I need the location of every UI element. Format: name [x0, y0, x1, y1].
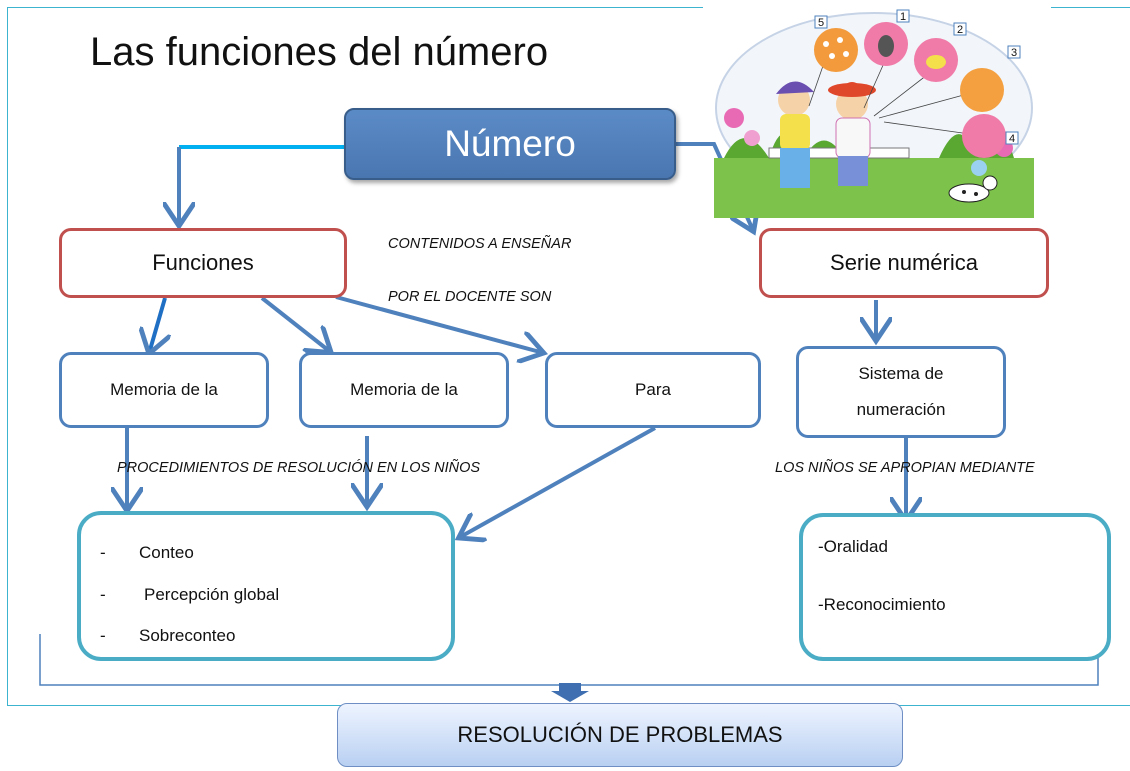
procedure-text: Sobreconteo: [139, 626, 236, 645]
node-memoria-1-label: Memoria de la: [110, 380, 218, 399]
children-balloons-illustration: 5 1 2 3 4: [714, 9, 1034, 218]
balloon-number-3: 3: [1011, 47, 1017, 59]
balloon-number-5: 5: [818, 17, 824, 29]
result-arrow: [551, 683, 589, 702]
procedures-box: [77, 511, 455, 661]
frame-gap: [703, 4, 1051, 10]
node-memoria-2: Memoria de la: [299, 352, 509, 428]
means-box: [799, 513, 1111, 661]
balloon-number-2: 2: [957, 24, 963, 36]
page-title: Las funciones del número: [90, 30, 549, 74]
procedure-text: Conteo: [139, 543, 194, 562]
procedure-dash: -: [100, 585, 106, 604]
root-node-numero: Número: [344, 108, 676, 180]
procedure-dash: -: [100, 626, 106, 645]
node-para: Para: [545, 352, 761, 428]
balloon-number-4: 4: [1009, 133, 1015, 145]
annotation-procedures: PROCEDIMIENTOS DE RESOLUCIÓN EN LOS NIÑO…: [117, 460, 481, 476]
annotation-contents-line1: CONTENIDOS A ENSEÑAR: [388, 236, 572, 252]
arrow-funciones-to-memoria2: [260, 296, 328, 350]
arrow-para-to-procedures: [462, 426, 656, 536]
result-box: RESOLUCIÓN DE PROBLEMAS: [337, 703, 903, 767]
procedure-dash: -: [100, 543, 106, 562]
root-node-label: Número: [444, 123, 576, 164]
node-memoria-1: Memoria de la: [59, 352, 269, 428]
arrow-funciones-to-para: [335, 295, 540, 352]
procedure-text: Percepción global: [144, 585, 280, 604]
node-para-label: Para: [635, 380, 671, 399]
annotation-contents-line2: POR EL DOCENTE SON: [388, 289, 552, 305]
balloon-number-1: 1: [900, 11, 906, 23]
means-item-oralidad: -Oralidad: [818, 537, 888, 556]
node-sistema-line1: Sistema de: [858, 364, 944, 383]
node-funciones: Funciones: [59, 228, 347, 298]
result-label: RESOLUCIÓN DE PROBLEMAS: [457, 722, 783, 747]
node-memoria-2-label: Memoria de la: [350, 380, 458, 399]
node-sistema-numeracion: Sistema de numeración: [796, 346, 1006, 438]
node-serie-numerica: Serie numérica: [759, 228, 1049, 298]
means-item-reconocimiento: -Reconocimiento: [818, 595, 946, 614]
annotation-appropriation: LOS NIÑOS SE APROPIAN MEDIANTE: [775, 460, 1035, 476]
node-serie-numerica-label: Serie numérica: [830, 250, 978, 275]
node-sistema-line2: numeración: [856, 400, 946, 419]
arrow-funciones-to-memoria1: [150, 297, 165, 350]
node-funciones-label: Funciones: [152, 250, 254, 275]
